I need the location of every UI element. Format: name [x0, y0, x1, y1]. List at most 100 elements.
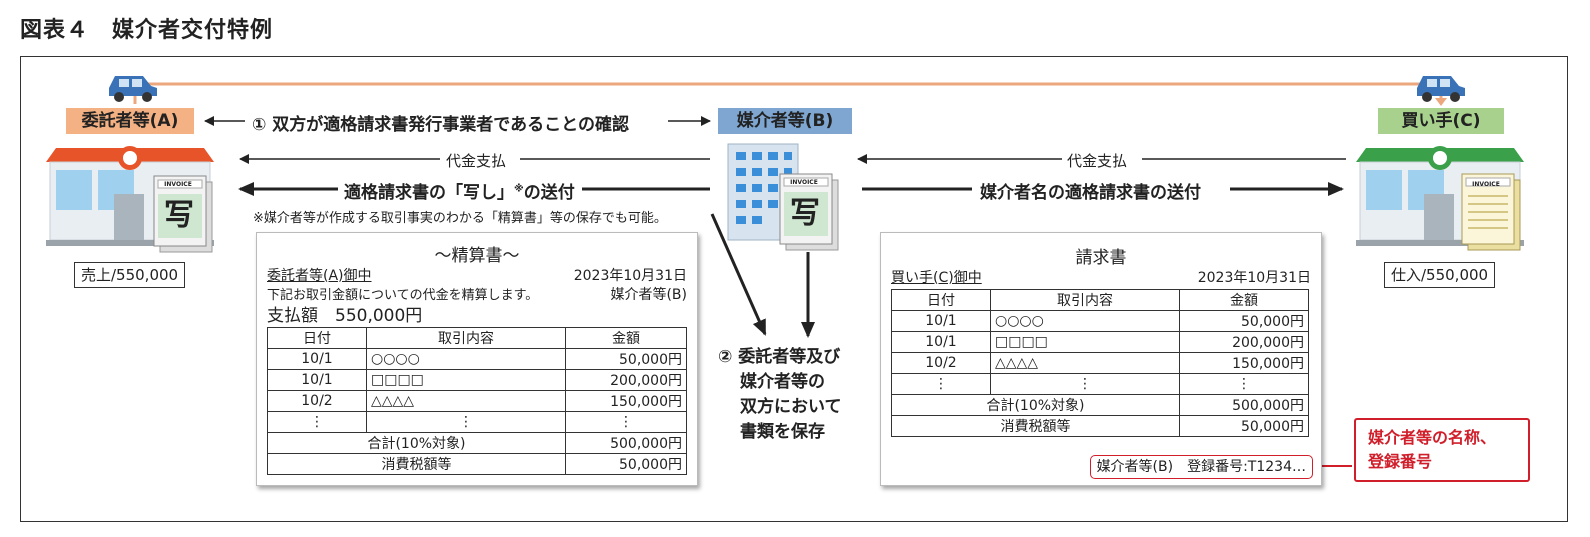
table-cell: △△△△ — [990, 352, 1180, 374]
top-connection — [109, 76, 1465, 106]
column-header: 取引内容 — [366, 327, 566, 349]
table-cell: 500,000円 — [1179, 394, 1309, 416]
diagram-frame — [20, 56, 1568, 522]
column-header: 取引内容 — [990, 289, 1180, 311]
table-cell: 10/2 — [891, 352, 991, 374]
invoice-document: 請求書 買い手(C)御中 2023年10月31日 日付 取引内容 金額 10/1… — [880, 232, 1322, 486]
column-header: 金額 — [1179, 289, 1309, 311]
invoice-title: 請求書 — [1075, 248, 1127, 268]
table-row: ⋮ ⋮ ⋮ — [891, 373, 1309, 395]
table-cell: 合計(10%対象) — [267, 432, 566, 454]
table-cell: 10/1 — [267, 348, 367, 370]
purchase-account: 仕入/550,000 — [1384, 262, 1496, 288]
table-row: 10/1 ○○○○ 50,000円 — [891, 310, 1309, 332]
table-header-row: 日付 取引内容 金額 — [891, 289, 1309, 311]
table-cell: 50,000円 — [1179, 310, 1309, 332]
invoice-document-icon — [1461, 173, 1521, 251]
copy-document-icon — [779, 173, 839, 251]
party-label-buyer: 買い手(C) — [1378, 108, 1504, 134]
invoice-table: 日付 取引内容 金額 10/1 ○○○○ 50,000円 10/1 □□□□ 2… — [891, 289, 1309, 437]
table-cell: △△△△ — [366, 390, 566, 412]
payment-right-label: 代金支払 — [1067, 152, 1128, 170]
step2-line: 媒介者等の — [740, 372, 825, 392]
copy-send-label: 適格請求書の「写し」※の送付 — [344, 178, 575, 203]
table-cell: ○○○○ — [990, 310, 1180, 332]
table-sum-row: 合計(10%対象) 500,000円 — [891, 394, 1309, 416]
table-row: 10/2 △△△△ 150,000円 — [891, 352, 1309, 374]
settlement-title: ～精算書～ — [434, 246, 520, 266]
column-header: 日付 — [891, 289, 991, 311]
table-cell: 500,000円 — [565, 432, 687, 454]
table-row: ⋮ ⋮ ⋮ — [267, 411, 687, 433]
step2-line: 書類を保存 — [740, 422, 825, 442]
table-cell: 10/2 — [267, 390, 367, 412]
table-cell: 50,000円 — [565, 348, 687, 370]
table-cell: ⋮ — [990, 373, 1180, 395]
table-row: 10/2 △△△△ 150,000円 — [267, 390, 687, 412]
table-row: 10/1 □□□□ 200,000円 — [891, 331, 1309, 353]
callout-line: 媒介者等の名称、 — [1368, 428, 1497, 447]
step2-label: ② 委託者等及び 媒介者等の 双方において 書類を保存 — [718, 345, 842, 445]
copy-char: 写 — [790, 196, 820, 231]
table-cell: ⋮ — [1179, 373, 1309, 395]
table-cell: 150,000円 — [1179, 352, 1309, 374]
settlement-note: ※媒介者等が作成する取引事実のわかる「精算書」等の保存でも可能。 — [253, 211, 667, 226]
party-label-intermediary: 媒介者等(B) — [718, 108, 852, 134]
invoice-send-label: 媒介者名の適格請求書の送付 — [980, 183, 1201, 203]
step2-line: ② 委託者等及び — [718, 347, 841, 367]
callout-line: 登録番号 — [1368, 452, 1433, 471]
copy-send-suffix: の送付 — [523, 183, 575, 203]
copy-char: 写 — [164, 198, 194, 233]
table-tax-row: 消費税額等 50,000円 — [267, 453, 687, 475]
table-cell: 200,000円 — [565, 369, 687, 391]
column-header: 日付 — [267, 327, 367, 349]
table-cell: 200,000円 — [1179, 331, 1309, 353]
car-icon — [1417, 76, 1465, 102]
settlement-message: 下記お取引金額についての代金を精算します。 — [267, 288, 539, 303]
settlement-date: 2023年10月31日 — [573, 268, 687, 284]
settlement-table: 日付 取引内容 金額 10/1 ○○○○ 50,000円 10/1 □□□□ 2… — [267, 327, 687, 475]
table-header-row: 日付 取引内容 金額 — [267, 327, 687, 349]
table-sum-row: 合計(10%対象) 500,000円 — [267, 432, 687, 454]
invoice-tag: INVOICE — [790, 179, 818, 186]
payment-left-label: 代金支払 — [446, 152, 507, 170]
step2-line: 双方において — [740, 397, 842, 417]
table-cell: ⋮ — [366, 411, 566, 433]
table-cell: ⋮ — [565, 411, 687, 433]
table-cell: ⋮ — [267, 411, 367, 433]
note-mark: ※ — [514, 183, 524, 195]
column-header: 金額 — [565, 327, 687, 349]
table-cell: 10/1 — [267, 369, 367, 391]
table-cell: ○○○○ — [366, 348, 566, 370]
registration-callout: 媒介者等の名称、 登録番号 — [1354, 418, 1530, 482]
table-cell: 50,000円 — [565, 453, 687, 475]
settlement-total: 支払額 550,000円 — [267, 306, 423, 326]
table-tax-row: 消費税額等 50,000円 — [891, 415, 1309, 437]
table-cell: 消費税額等 — [267, 453, 566, 475]
registration-number: 媒介者等(B) 登録番号:T1234… — [1089, 455, 1313, 479]
invoice-tag: INVOICE — [1472, 181, 1500, 188]
table-cell: 10/1 — [891, 331, 991, 353]
figure-title: 図表４ 媒介者交付特例 — [20, 18, 274, 43]
table-row: 10/1 □□□□ 200,000円 — [267, 369, 687, 391]
step1-label: ① 双方が適格請求書発行事業者であることの確認 — [252, 115, 629, 135]
table-row: 10/1 ○○○○ 50,000円 — [267, 348, 687, 370]
settlement-document: ～精算書～ 委託者等(A)御中 2023年10月31日 下記お取引金額についての… — [256, 232, 698, 486]
table-cell: ⋮ — [891, 373, 991, 395]
table-cell: 150,000円 — [565, 390, 687, 412]
invoice-date: 2023年10月31日 — [1197, 270, 1311, 286]
settlement-addressee: 委託者等(A)御中 — [267, 268, 372, 284]
party-label-consignor: 委託者等(A) — [66, 108, 194, 134]
table-cell: 50,000円 — [1179, 415, 1309, 437]
table-cell: □□□□ — [366, 369, 566, 391]
table-cell: 合計(10%対象) — [891, 394, 1180, 416]
table-cell: 消費税額等 — [891, 415, 1180, 437]
copy-document-icon — [153, 175, 213, 253]
table-cell: 10/1 — [891, 310, 991, 332]
sales-account: 売上/550,000 — [74, 262, 186, 288]
settlement-issuer: 媒介者等(B) — [610, 287, 687, 303]
copy-send-text: 適格請求書の「写し」 — [344, 183, 514, 203]
table-cell: □□□□ — [990, 331, 1180, 353]
car-icon — [109, 76, 157, 102]
